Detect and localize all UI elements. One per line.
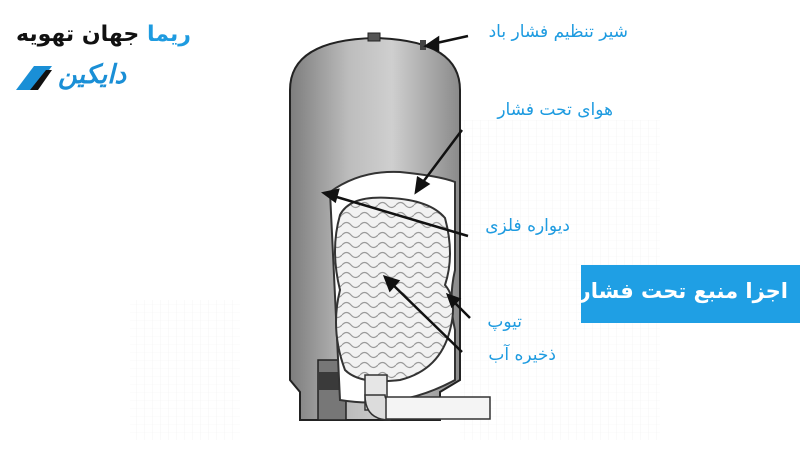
outlet-pipe <box>385 396 491 420</box>
daikin-logo-mark-2 <box>30 70 52 90</box>
arrowhead-air <box>414 175 431 195</box>
title-banner: اجزا منبع تحت فشار <box>578 265 800 323</box>
label-tube: تیوپ <box>487 312 522 332</box>
bg-panel <box>130 300 240 440</box>
arrowhead-water <box>382 275 401 293</box>
arrowhead-valve <box>423 35 440 52</box>
label-wall: دیواره فلزی <box>485 216 570 236</box>
top-valve <box>420 40 426 50</box>
label-water: ذخیره آب <box>488 345 556 365</box>
brand-prefix: جهان تهویه <box>16 22 140 47</box>
page-title: اجزا منبع تحت فشار <box>578 279 788 303</box>
arrow-air <box>419 129 463 187</box>
valve-stub <box>367 32 381 42</box>
arrow-wall <box>329 193 469 238</box>
arrowhead-wall <box>321 188 340 204</box>
label-valve: شیر تنظیم فشار باد <box>488 22 628 42</box>
brand-logo: ریما جهان تهویه <box>16 22 191 47</box>
label-air: هوای تحت فشار <box>497 100 613 120</box>
daikin-logo-mark <box>16 66 52 90</box>
arrow-water <box>389 281 463 353</box>
daikin-logo-text: دایکین <box>58 60 127 90</box>
brand-accent: ریما <box>146 22 191 47</box>
arrowhead-tube <box>445 292 462 309</box>
water-tube <box>334 196 455 383</box>
